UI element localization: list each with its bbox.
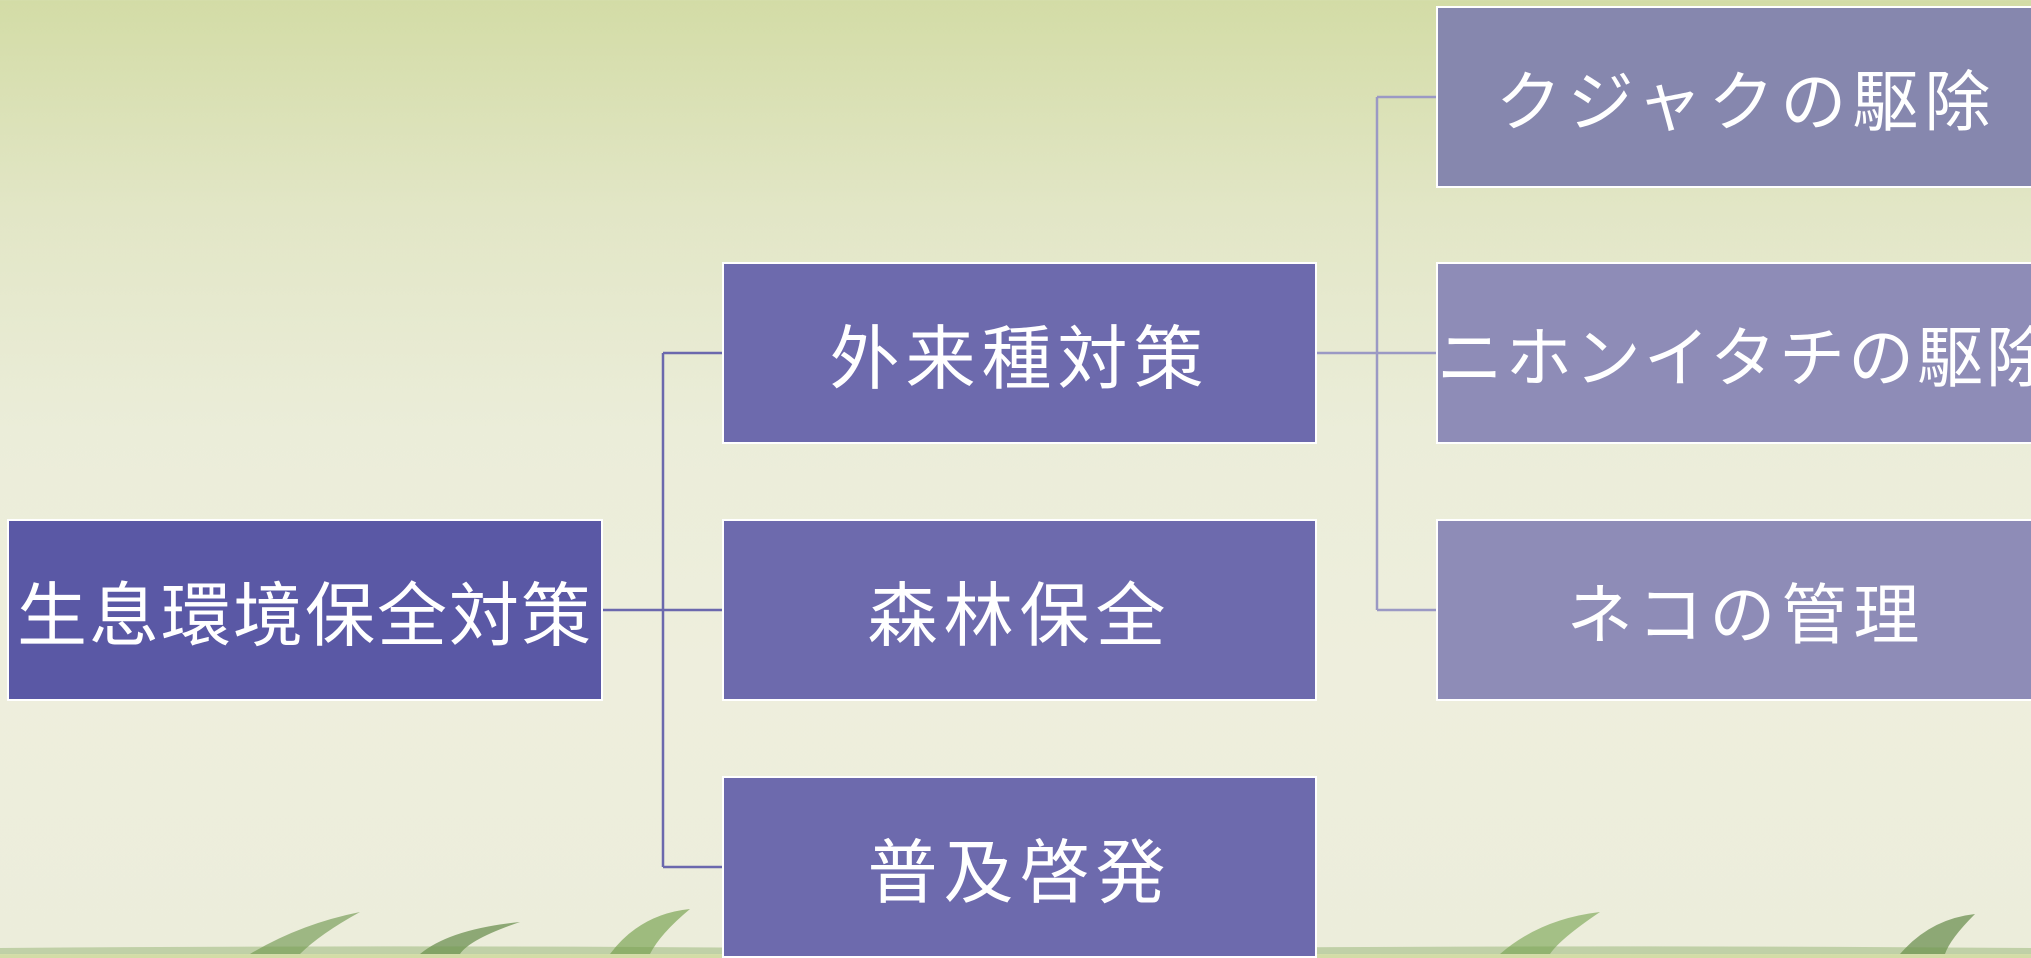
node-weasel-removal: ニホンイタチの駆除 — [1436, 262, 2031, 444]
node-cat-management: ネコの管理 — [1436, 519, 2031, 701]
node-label: 森林保全 — [867, 574, 1172, 657]
node-label: ニホンイタチの駆除 — [1436, 320, 2031, 397]
node-label: ネコの管理 — [1566, 577, 1926, 654]
node-label: クジャクの駆除 — [1495, 64, 1997, 141]
node-label: 普及啓発 — [867, 831, 1172, 914]
node-label: 外来種対策 — [829, 317, 1210, 400]
node-public-awareness: 普及啓発 — [722, 776, 1317, 958]
node-forest-conservation: 森林保全 — [722, 519, 1317, 701]
node-peacock-removal: クジャクの駆除 — [1436, 6, 2031, 188]
root-node: 生息環境保全対策 — [7, 519, 603, 701]
root-node-label: 生息環境保全対策 — [17, 574, 593, 657]
node-invasive-species-measures: 外来種対策 — [722, 262, 1317, 444]
